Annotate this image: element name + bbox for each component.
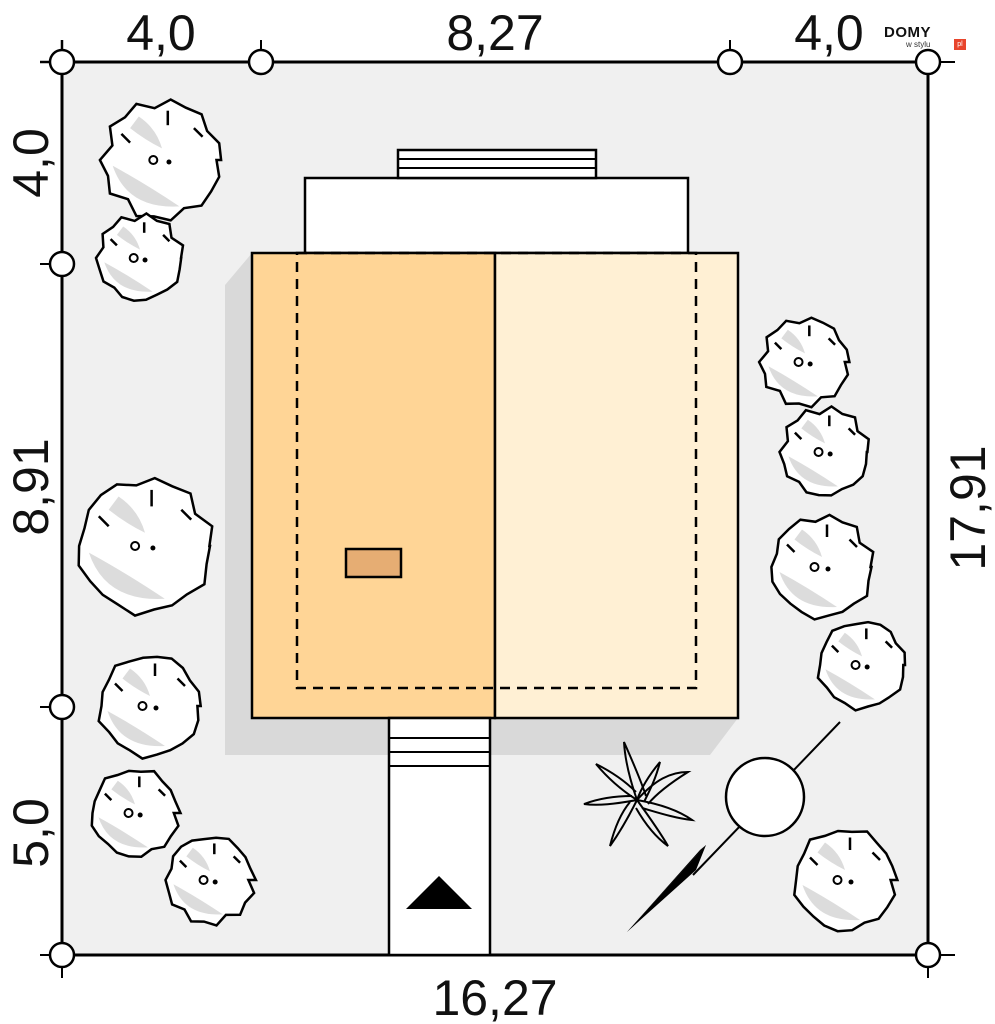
marker-circle xyxy=(48,48,76,76)
tree-icon xyxy=(77,476,214,617)
tree-icon xyxy=(98,98,223,222)
roof-left xyxy=(250,251,497,720)
dim-top-right: 4,0 xyxy=(794,5,864,61)
marker-circle xyxy=(716,48,744,76)
tree-icon xyxy=(90,769,183,858)
brand-sub: w stylu xyxy=(906,40,931,49)
entrance-triangle-icon xyxy=(406,876,472,909)
marker-circle xyxy=(247,48,275,76)
dim-top-left: 4,0 xyxy=(126,5,196,61)
brand-logo: DOMY w stylu pl xyxy=(884,24,968,54)
tree-icon xyxy=(164,836,258,927)
dim-top-middle: 8,27 xyxy=(446,5,543,61)
dim-bottom-total: 16,27 xyxy=(432,970,557,1024)
marker-circle xyxy=(914,941,942,969)
dim-right-total: 17,91 xyxy=(940,445,995,570)
tree-icon xyxy=(94,211,185,302)
terrace-steps xyxy=(396,148,598,180)
wall-outline xyxy=(295,251,698,690)
dim-left-bottom: 5,0 xyxy=(3,798,59,868)
dim-left-top: 4,0 xyxy=(3,128,59,198)
dim-left-middle: 8,91 xyxy=(3,438,59,535)
chimney xyxy=(344,547,403,579)
marker-circle xyxy=(48,693,76,721)
tree-icon xyxy=(97,655,203,760)
driveway xyxy=(387,716,492,957)
terrace xyxy=(303,176,690,255)
tree-icon xyxy=(778,405,871,497)
tree-icon xyxy=(757,316,851,409)
dimension-markers xyxy=(40,40,942,969)
marker-circle xyxy=(48,941,76,969)
brand-suffix: pl xyxy=(954,39,966,50)
brand-name: DOMY xyxy=(884,24,931,41)
tree-icon xyxy=(792,829,900,933)
marker-circle xyxy=(48,250,76,278)
north-arrow-icon xyxy=(627,721,841,932)
tree-icon xyxy=(816,620,907,712)
roof-right xyxy=(493,251,740,720)
plant-icon xyxy=(583,741,696,847)
tree-icon xyxy=(770,513,875,621)
